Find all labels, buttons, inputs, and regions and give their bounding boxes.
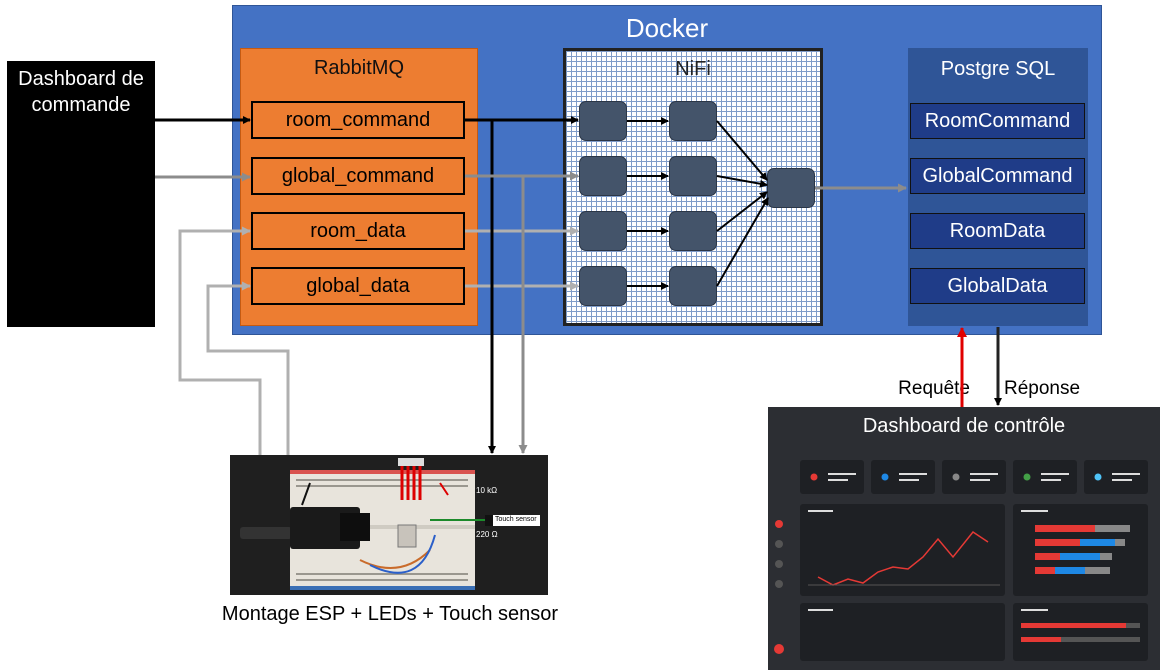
control-dashboard-title: Dashboard de contrôle	[862, 414, 1066, 437]
table-card	[800, 603, 1005, 661]
resistor-220-label: 220 Ω	[476, 530, 498, 539]
nifi-processor	[669, 156, 717, 196]
table-global-command: GlobalCommand	[910, 158, 1085, 194]
nifi-title: NiFi	[675, 57, 711, 80]
esp-caption: Montage ESP + LEDs + Touch sensor	[221, 602, 559, 625]
esp-breadboard-image: 10 kΩ Touch sensor 220 Ω	[230, 455, 548, 595]
request-label: Requête	[898, 378, 970, 399]
progress-card	[1013, 603, 1148, 661]
queue-room-data: room_data	[251, 212, 465, 250]
table-room-command: RoomCommand	[910, 103, 1085, 139]
nifi-merge-processor	[767, 168, 815, 208]
nifi-processor	[579, 266, 627, 306]
resistor-10k-label: 10 kΩ	[476, 486, 498, 495]
table-room-data: RoomData	[910, 213, 1085, 249]
nifi-processor	[579, 101, 627, 141]
postgres-title: Postgre SQL	[940, 57, 1056, 80]
response-label: Réponse	[1004, 378, 1081, 399]
command-dashboard-label: Dashboard de commande	[18, 68, 144, 116]
nifi-processor	[669, 266, 717, 306]
table-global-data: GlobalData	[910, 268, 1085, 304]
breadboard-illustration	[240, 458, 540, 590]
bar-chart-card	[1013, 504, 1148, 596]
dashboard-details	[774, 473, 1140, 654]
queue-global-command: global_command	[251, 157, 465, 195]
line-chart-card	[800, 504, 1005, 596]
rabbitmq-title: RabbitMQ	[313, 56, 405, 79]
queue-room-command: room_command	[251, 101, 465, 139]
control-dashboard-image	[768, 407, 1160, 670]
nifi-processor	[579, 211, 627, 251]
docker-title: Docker	[625, 12, 709, 43]
command-dashboard-box	[7, 61, 155, 327]
touch-sensor-label: Touch sensor	[495, 516, 537, 523]
nifi-processor	[579, 156, 627, 196]
nifi-processor	[669, 211, 717, 251]
nifi-processor	[669, 101, 717, 141]
queue-global-data: global_data	[251, 267, 465, 305]
